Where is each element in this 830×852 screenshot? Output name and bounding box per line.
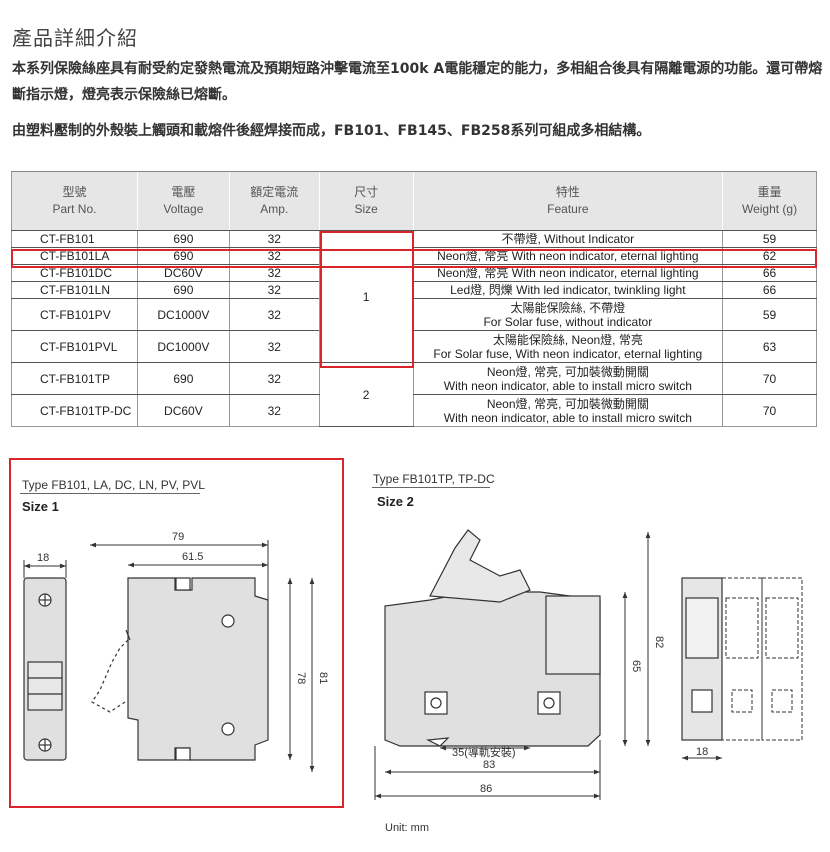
table-row: CT-FB101TP-DC DC60V 32 Neon燈, 常亮, 可加裝微動開… xyxy=(11,394,817,427)
drawing2-side-view xyxy=(384,529,601,747)
description-paragraph-2: 由塑料壓制的外殼裝上觸頭和載熔件後經焊接而成，FB101、FB145、FB258… xyxy=(12,123,651,139)
table-row: CT-FB101LA 690 32 Neon燈, 常亮 With neon in… xyxy=(11,247,817,265)
unit-label: Unit: mm xyxy=(385,822,429,834)
drawing2-size-label: Size 2 xyxy=(377,494,414,509)
dim-78: 78 xyxy=(295,672,307,684)
dim-35-rail: 35(導軌安裝) xyxy=(452,745,516,759)
drawing1-front-view xyxy=(23,577,67,761)
table-row: CT-FB101 690 32 1 不帶燈, Without Indicator… xyxy=(11,230,817,363)
dim-86: 86 xyxy=(480,783,492,795)
dim-61-5: 61.5 xyxy=(182,551,203,563)
table-row: CT-FB101LN 690 32 Led燈, 閃爍 With led indi… xyxy=(11,281,817,299)
drawing1-underline xyxy=(20,493,200,494)
dim-82: 82 xyxy=(653,636,665,648)
drawing2-extra-poles xyxy=(721,577,803,741)
dim-79: 79 xyxy=(172,531,184,543)
page-title: 產品詳細介紹 xyxy=(12,26,138,50)
drawing1-side-view xyxy=(91,577,269,761)
dim-81: 81 xyxy=(317,672,329,684)
dim-18-size2: 18 xyxy=(696,746,708,758)
dim-83: 83 xyxy=(483,759,495,771)
highlight-drawing-size-1 xyxy=(9,458,344,808)
dim-65: 65 xyxy=(630,660,642,672)
size-cell-1: 1 xyxy=(318,230,414,363)
drawing2-front-view xyxy=(681,577,723,741)
drawing1-type-label: Type FB101, LA, DC, LN, PV, PVL xyxy=(22,478,205,492)
drawing1-size-label: Size 1 xyxy=(22,499,59,514)
description-paragraph-1: 本系列保險絲座具有耐受約定發熱電流及預期短路沖擊電流至100k A電能穩定的能力… xyxy=(12,61,823,103)
drawing2-type-label: Type FB101TP, TP-DC xyxy=(373,472,495,486)
table-row: CT-FB101PVL DC1000V 32 太陽能保險絲, Neon燈, 常亮… xyxy=(11,330,817,363)
size-cell-2: 2 xyxy=(318,362,414,427)
dim-18: 18 xyxy=(37,552,49,564)
drawing2-underline xyxy=(372,487,490,488)
table-row: CT-FB101DC DC60V 32 Neon燈, 常亮 With neon … xyxy=(11,264,817,282)
